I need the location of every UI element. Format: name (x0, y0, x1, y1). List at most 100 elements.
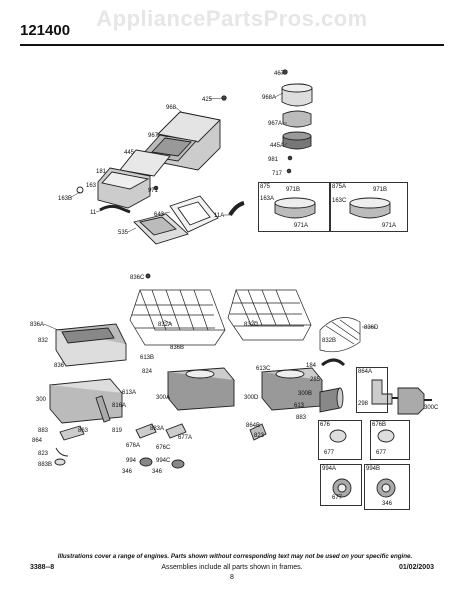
part-label-968a: 968A (262, 95, 277, 101)
part-label-676: 676 (320, 422, 331, 428)
part-label-832c: 832C (244, 322, 259, 328)
part-label-676b: 676B (372, 422, 387, 428)
header-rule (20, 44, 444, 46)
frame-875a (330, 182, 408, 232)
part-label-676c: 676C (156, 445, 171, 451)
part-label-824: 824 (142, 369, 153, 375)
part-label-816a: 816A (112, 403, 127, 409)
disclaimer: Illustrations cover a range of engines. … (57, 553, 413, 560)
part-label-163c: 163C (332, 198, 347, 204)
part-label-883_r: 883 (296, 415, 307, 421)
part-label-967a: 967A (268, 121, 283, 127)
page-number: 8 (230, 574, 234, 581)
part-label-346_b: 346 (152, 469, 163, 475)
part-label-717: 717 (272, 171, 283, 177)
part-label-883_l: 883 (38, 428, 49, 434)
part-label-994c: 994C (156, 458, 171, 464)
part-label-300b: 300B (298, 391, 313, 397)
frame-875 (258, 182, 330, 232)
part-label-346_c: 346 (382, 501, 393, 507)
part-label-819: 819 (112, 428, 123, 434)
part-label-971b_a: 971B (286, 187, 301, 193)
part-label-883b: 883B (38, 462, 53, 468)
part-label-163: 163 (86, 183, 97, 189)
muffler-300a (167, 367, 235, 411)
part-label-994b: 994B (366, 466, 381, 472)
part-label-298: 298 (358, 401, 369, 407)
part-label-832: 832 (38, 338, 49, 344)
footer-note: Assemblies include all parts shown in fr… (161, 564, 303, 571)
muffler-300b (319, 387, 344, 413)
part-label-875: 875 (260, 184, 271, 190)
part-label-836a: 836A (30, 322, 45, 328)
part-label-181: 181 (96, 169, 107, 175)
part-label-677a: 677A (178, 435, 193, 441)
part-label-346_a: 346 (122, 469, 133, 475)
part-label-535: 535 (118, 230, 129, 236)
frame-676b (370, 420, 410, 460)
breather-163a (274, 197, 316, 219)
guard-836c (129, 289, 226, 346)
part-label-971a_a: 971A (294, 223, 309, 229)
part-label-677_b: 677 (376, 450, 387, 456)
guard-832c (227, 289, 312, 341)
part-label-285: 285 (310, 377, 321, 383)
foam-445 (119, 149, 171, 177)
part-label-613c: 613C (256, 366, 271, 372)
part-label-425: 425 (202, 97, 213, 103)
part-label-836d: 836D (364, 325, 379, 331)
footer-code: 3388--8 (30, 564, 55, 571)
footer-date: 01/02/2003 (398, 564, 434, 571)
watermark: AppliancePartsPros.com (96, 6, 368, 31)
parts-diagram (43, 69, 432, 498)
muffler-832 (55, 323, 127, 367)
part-label-445a: 445A (270, 143, 285, 149)
part-label-832a: 832A (158, 322, 173, 328)
screen-535 (133, 213, 189, 245)
part-label-300d: 300D (244, 395, 259, 401)
part-label-300c: 300C (424, 405, 439, 411)
frame-676 (318, 420, 362, 460)
frame-994b (364, 464, 410, 510)
part-label-836b: 836B (170, 345, 185, 351)
part-label-994a: 994A (322, 466, 337, 472)
filter-element-967a (282, 110, 312, 128)
part-label-613a: 613A (122, 390, 137, 396)
part-label-883a: 883A (150, 426, 165, 432)
part-label-971a_b: 971A (382, 223, 397, 229)
part-label-823_r: 823 (254, 433, 265, 439)
part-label-11: 11 (90, 210, 97, 216)
part-label-968: 968 (166, 105, 177, 111)
part-label-467: 467 (274, 71, 285, 77)
part-label-11a: 11A (214, 213, 225, 219)
part-label-163b: 163B (58, 196, 73, 202)
part-label-643: 643 (154, 212, 165, 218)
foam-ring-643 (169, 195, 219, 233)
part-label-994: 994 (126, 458, 137, 464)
part-label-184: 184 (306, 363, 317, 369)
part-label-836c: 836C (130, 275, 145, 281)
muffler-300d (261, 367, 323, 411)
part-label-971: 971 (148, 188, 159, 194)
part-label-836: 836 (54, 363, 65, 369)
filter-cover-968a (281, 83, 313, 107)
part-label-832b: 832B (322, 338, 337, 344)
muffler-300 (49, 378, 123, 424)
part-label-864a: 864A (358, 369, 373, 375)
part-label-971b_b: 971B (373, 187, 388, 193)
guard-832b (319, 317, 361, 353)
part-label-445: 445 (124, 150, 135, 156)
frame-864a (356, 367, 388, 413)
frame-994a (320, 464, 362, 506)
part-label-967: 967 (148, 133, 159, 139)
part-label-677_a: 677 (324, 450, 335, 456)
model-number: 121400 (20, 22, 71, 39)
part-label-823_l: 823 (38, 451, 49, 457)
muffler-300c (392, 387, 432, 415)
part-label-676a: 676A (126, 443, 141, 449)
part-label-163a: 163A (260, 196, 275, 202)
part-label-300a: 300A (156, 395, 171, 401)
part-label-981: 981 (268, 157, 279, 163)
part-label-613b: 613B (140, 355, 155, 361)
foam-445a (282, 131, 312, 150)
